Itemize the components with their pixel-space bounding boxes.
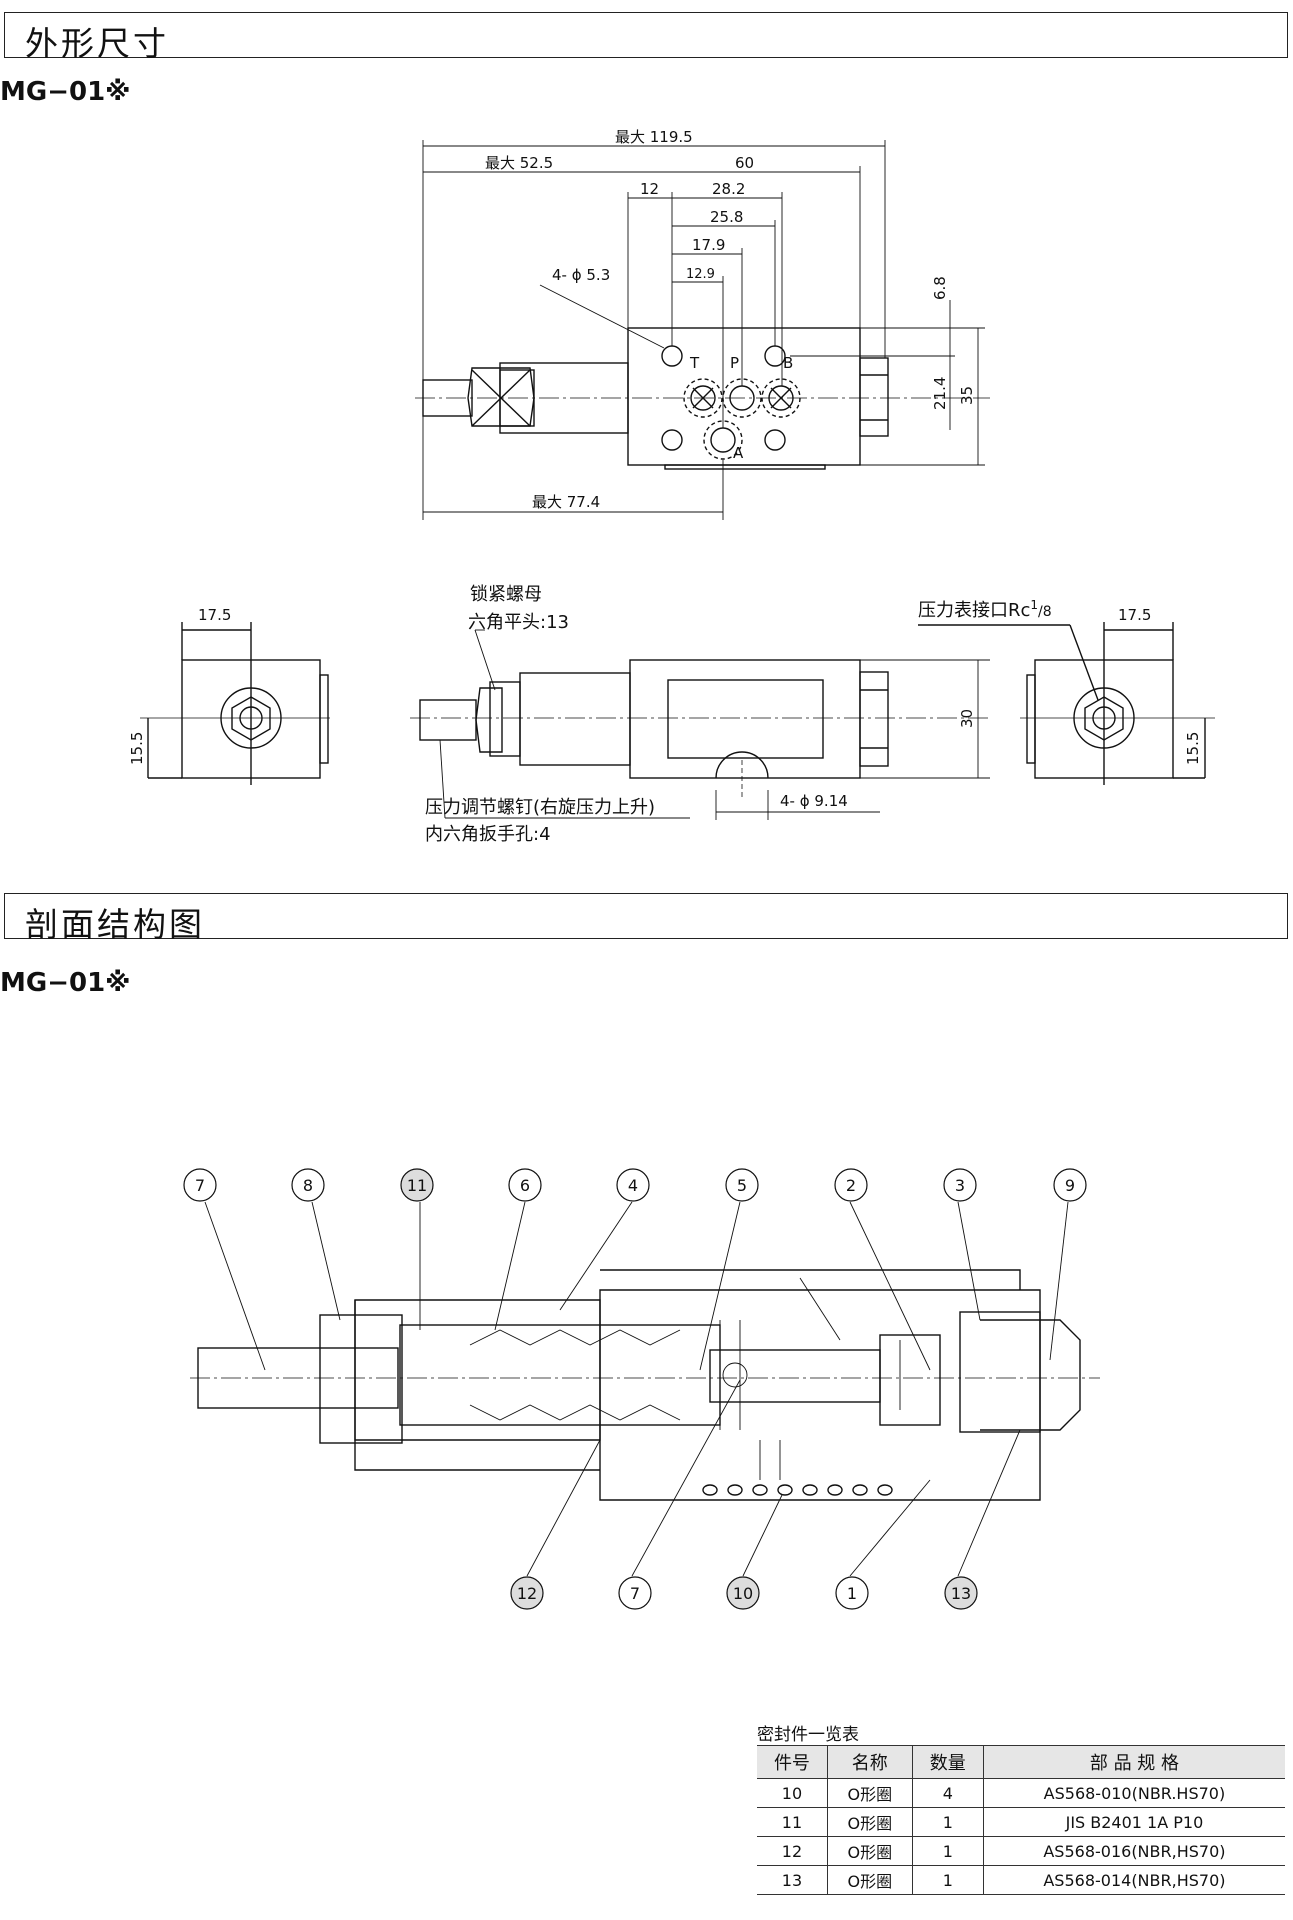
section-header-cross-section: 剖面结构图 xyxy=(4,893,1288,944)
cell-part-no: 12 xyxy=(757,1836,828,1866)
callout-bubble: 6 xyxy=(508,1168,542,1202)
callout-bubble: 4 xyxy=(616,1168,650,1202)
cell-spec: AS568-016(NBR,HS70) xyxy=(982,1836,1285,1866)
cell-name: O形圈 xyxy=(826,1778,913,1808)
side-elevation-drawing xyxy=(410,629,990,820)
dim-12: 12 xyxy=(640,180,659,198)
cell-spec: AS568-010(NBR.HS70) xyxy=(982,1778,1285,1808)
callout-text: 11 xyxy=(407,1176,427,1195)
adjust-screw-label: 压力调节螺钉(右旋压力上升) xyxy=(425,797,655,818)
dim-holes-5-3: 4- ϕ 5.3 xyxy=(552,266,610,284)
col-spec: 部 品 规 格 xyxy=(982,1745,1285,1779)
dim-60: 60 xyxy=(735,154,754,172)
callouts-bottom: 12 7 10 1 13 xyxy=(510,1576,978,1610)
model-label-top: MG−01※ xyxy=(0,77,131,107)
cell-spec: JIS B2401 1A P10 xyxy=(982,1807,1285,1837)
port-p-label: P xyxy=(730,354,739,372)
callout-text: 8 xyxy=(303,1176,313,1195)
callout-bubble: 13 xyxy=(944,1576,978,1610)
cell-qty: 1 xyxy=(911,1807,984,1837)
cell-qty: 4 xyxy=(911,1778,984,1808)
right-dim-17-5: 17.5 xyxy=(1118,606,1151,624)
left-end-view-drawing xyxy=(140,622,330,785)
col-name: 名称 xyxy=(826,1745,913,1779)
callout-bubble: 1 xyxy=(835,1576,869,1610)
section-title-dimensions: 外形尺寸 xyxy=(25,24,169,63)
dim-12-9: 12.9 xyxy=(686,267,715,282)
cell-name: O形圈 xyxy=(826,1807,913,1837)
port-a-label: A xyxy=(733,444,744,462)
dim-max-119-5: 最大 119.5 xyxy=(615,128,693,146)
cell-part-no: 13 xyxy=(757,1865,828,1895)
cell-part-no: 10 xyxy=(757,1778,828,1808)
dim-max-52-5: 最大 52.5 xyxy=(485,154,553,172)
callout-text: 4 xyxy=(628,1176,638,1195)
callout-text: 9 xyxy=(1065,1176,1075,1195)
dim-21-4: 21.4 xyxy=(931,377,949,410)
callout-text: 7 xyxy=(195,1176,205,1195)
left-dim-17-5: 17.5 xyxy=(198,606,231,624)
callout-bubble: 11 xyxy=(400,1168,434,1202)
cell-name: O形圈 xyxy=(826,1836,913,1866)
callout-bubble: 3 xyxy=(943,1168,977,1202)
callout-text: 12 xyxy=(517,1584,537,1603)
cross-section-drawing xyxy=(190,1201,1100,1577)
table-row: 12 O形圈 1 AS568-016(NBR,HS70) xyxy=(757,1836,1285,1866)
dim-35: 35 xyxy=(958,386,976,405)
seal-table: 件号 名称 数量 部 品 规 格 10 O形圈 4 AS568-010(NBR.… xyxy=(757,1745,1285,1895)
model-label-bottom: MG−01※ xyxy=(0,968,131,998)
cell-name: O形圈 xyxy=(826,1865,913,1895)
callout-text: 2 xyxy=(846,1176,856,1195)
callout-bubble: 9 xyxy=(1053,1168,1087,1202)
section-header-dimensions: 外形尺寸 xyxy=(4,12,1288,63)
callout-bubble: 8 xyxy=(291,1168,325,1202)
hex-13-label: 六角平头:13 xyxy=(468,612,569,633)
dim-17-9: 17.9 xyxy=(692,236,725,254)
table-row: 10 O形圈 4 AS568-010(NBR.HS70) xyxy=(757,1778,1285,1808)
left-dim-15-5: 15.5 xyxy=(128,732,146,765)
hex-socket-label: 内六角扳手孔:4 xyxy=(425,824,551,845)
right-end-view-drawing xyxy=(918,622,1215,785)
callout-bubble: 7 xyxy=(183,1168,217,1202)
port-b-label: B xyxy=(783,354,793,372)
table-row: 11 O形圈 1 JIS B2401 1A P10 xyxy=(757,1807,1285,1837)
cell-spec: AS568-014(NBR,HS70) xyxy=(982,1865,1285,1895)
dim-25-8: 25.8 xyxy=(710,208,743,226)
port-t-label: T xyxy=(689,354,700,372)
dim-28-2: 28.2 xyxy=(712,180,745,198)
gauge-port-label: 压力表接口Rc1/8 xyxy=(918,598,1052,621)
top-view-drawing xyxy=(415,140,990,520)
cell-qty: 1 xyxy=(911,1836,984,1866)
col-qty: 数量 xyxy=(911,1745,984,1779)
right-dim-15-5: 15.5 xyxy=(1184,732,1202,765)
callout-bubble: 10 xyxy=(726,1576,760,1610)
callout-bubble: 7 xyxy=(618,1576,652,1610)
dim-6-8: 6.8 xyxy=(931,276,949,300)
callout-text: 1 xyxy=(847,1584,857,1603)
callout-text: 10 xyxy=(733,1584,753,1603)
callout-bubble: 12 xyxy=(510,1576,544,1610)
col-part-no: 件号 xyxy=(757,1745,828,1779)
callout-bubble: 5 xyxy=(725,1168,759,1202)
lock-nut-label: 锁紧螺母 xyxy=(470,584,542,605)
cell-qty: 1 xyxy=(911,1865,984,1895)
section-title-cross-section: 剖面结构图 xyxy=(25,905,205,944)
seal-table-title: 密封件一览表 xyxy=(757,1725,859,1745)
callout-text: 6 xyxy=(520,1176,530,1195)
dim-holes-9-14: 4- ϕ 9.14 xyxy=(780,792,848,810)
callout-text: 7 xyxy=(630,1584,640,1603)
dim-30: 30 xyxy=(958,709,976,728)
dim-max-77-4: 最大 77.4 xyxy=(532,493,600,511)
cell-part-no: 11 xyxy=(757,1807,828,1837)
table-row: 13 O形圈 1 AS568-014(NBR,HS70) xyxy=(757,1865,1285,1895)
callout-text: 5 xyxy=(737,1176,747,1195)
callout-bubble: 2 xyxy=(834,1168,868,1202)
callout-text: 3 xyxy=(955,1176,965,1195)
callout-text: 13 xyxy=(951,1584,971,1603)
callouts-top: 7 8 11 6 4 5 2 3 xyxy=(183,1168,1087,1202)
table-header-row: 件号 名称 数量 部 品 规 格 xyxy=(757,1745,1285,1779)
